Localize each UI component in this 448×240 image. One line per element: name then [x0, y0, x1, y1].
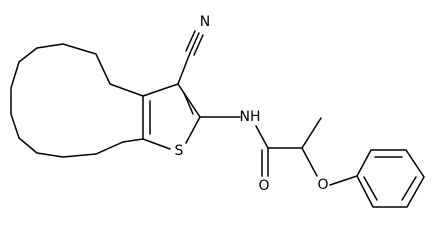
amide-side-chain — [199, 116, 358, 186]
bond-nh-carbonyl — [255, 125, 269, 149]
bond-c2-s — [185, 116, 201, 144]
bond-c3-c2-double — [183, 92, 194, 115]
macrocycle-ring — [10, 43, 144, 158]
bond-c3-c2 — [177, 83, 201, 118]
bond-s-c6a — [142, 138, 171, 150]
phenyl-ring — [356, 149, 425, 208]
bond-ether-o-phenyl — [329, 175, 358, 186]
thiophene-s-label: S — [175, 143, 184, 159]
ether-o-label: O — [317, 177, 328, 193]
nitrile-group — [177, 30, 204, 85]
atom-labels: N S NH O O — [175, 14, 329, 194]
amide-nh-label: NH — [240, 109, 261, 125]
carbonyl-o-label: O — [258, 178, 269, 194]
bond-c3-cn — [177, 52, 191, 85]
thiophene-ring — [142, 83, 201, 150]
molecule-diagram: N S NH O O — [10, 14, 425, 208]
bonds — [10, 30, 425, 208]
bond-ch-ether-o — [301, 147, 318, 177]
nitrile-n-label: N — [200, 14, 210, 30]
phenyl-double-3 — [363, 176, 378, 201]
bond-triple-center — [189, 32, 200, 54]
bond-triple-right — [193, 34, 204, 56]
bond-ch-methyl — [301, 117, 322, 149]
bond-c3a-c3 — [142, 83, 179, 97]
bond-triple-left — [185, 30, 196, 52]
phenyl-hexagon — [356, 149, 425, 208]
phenyl-double-2 — [401, 176, 417, 201]
